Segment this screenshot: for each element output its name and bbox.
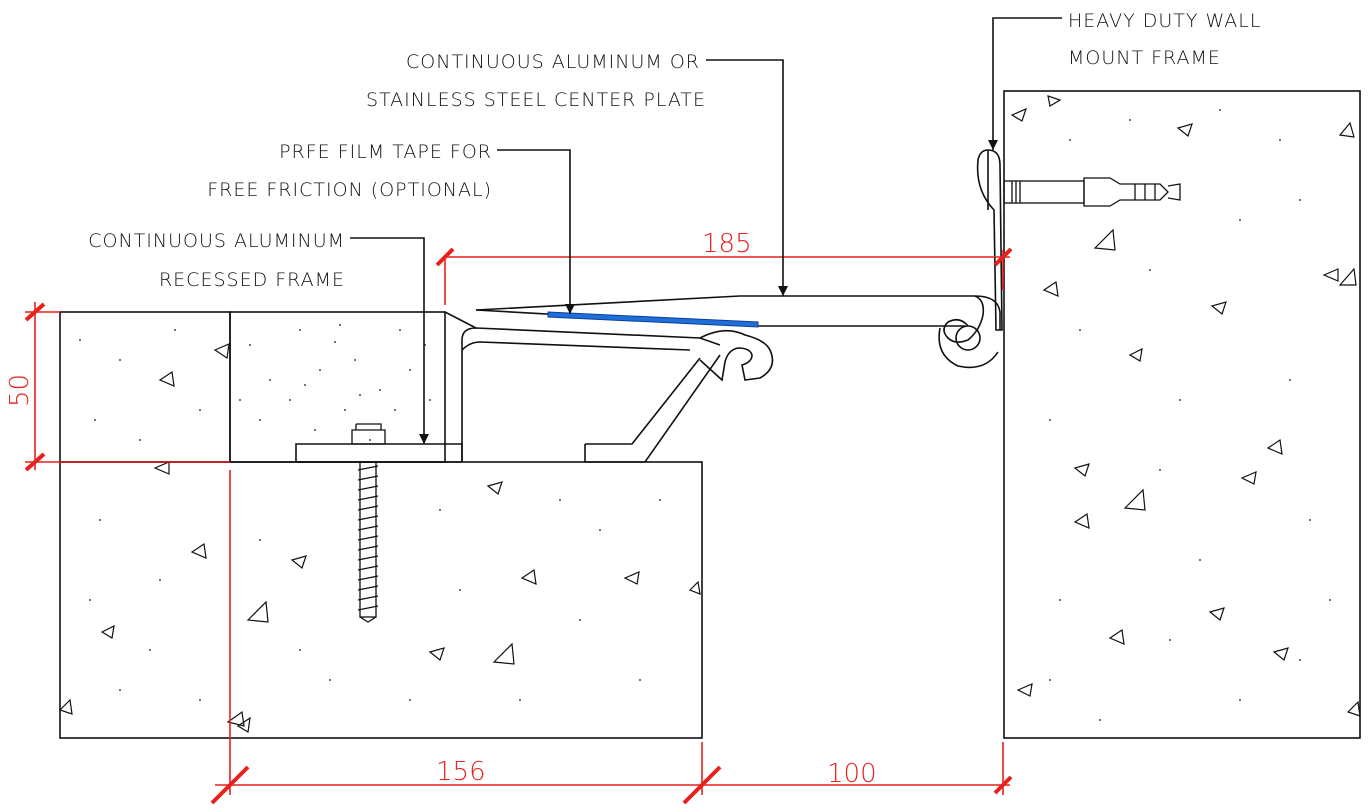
right-concrete-texture: [1010, 95, 1361, 717]
left-concrete-dots: [79, 324, 661, 701]
label-prfe-tape: PRFE Film Tape for Free Friction (Option…: [207, 141, 575, 314]
prfe-film-tape: [547, 311, 759, 328]
center-plate: [475, 295, 1001, 369]
left-concrete-texture: [58, 343, 701, 733]
label-wall-mount-frame: Heavy Duty Wall Mount Frame: [988, 10, 1261, 150]
left-concrete-slab: [59, 311, 703, 739]
wall-anchor-bolt: [1003, 177, 1181, 207]
dimension-156-text: 156: [436, 757, 486, 787]
tape-label-line1: PRFE Film Tape for: [279, 141, 492, 163]
center-plate-label-line1: Continuous Aluminum or: [406, 51, 700, 73]
wall-frame-label-line1: Heavy Duty Wall: [1068, 10, 1261, 32]
wall-frame-label-line2: Mount Frame: [1068, 47, 1221, 69]
anchor-screw: [351, 423, 386, 623]
tape-label-line2: Free Friction (Optional): [207, 179, 492, 201]
label-center-plate: Continuous Aluminum or Stainless Steel C…: [366, 51, 788, 296]
dimension-recess-depth: 50: [5, 302, 230, 472]
right-concrete-dots: [1049, 109, 1331, 721]
recessed-label-line2: Recessed Frame: [159, 269, 345, 291]
center-plate-label-line2: Stainless Steel Center Plate: [366, 89, 706, 111]
dimension-gap-width: 100: [827, 742, 1013, 795]
recessed-label-line1: Continuous Aluminum: [88, 230, 345, 252]
dimension-50-text: 50: [5, 374, 35, 407]
dimension-slab-width: 156: [210, 470, 1010, 805]
wall-mount-frame: [976, 149, 1003, 331]
dimension-100-text: 100: [827, 759, 877, 789]
label-recessed-frame: Continuous Aluminum Recessed Frame: [88, 230, 429, 444]
right-concrete-wall: [1003, 90, 1361, 739]
recessed-aluminum-frame: [295, 311, 774, 463]
dimension-185-text: 185: [702, 229, 752, 259]
dimension-plate-width: 185: [435, 229, 1013, 305]
